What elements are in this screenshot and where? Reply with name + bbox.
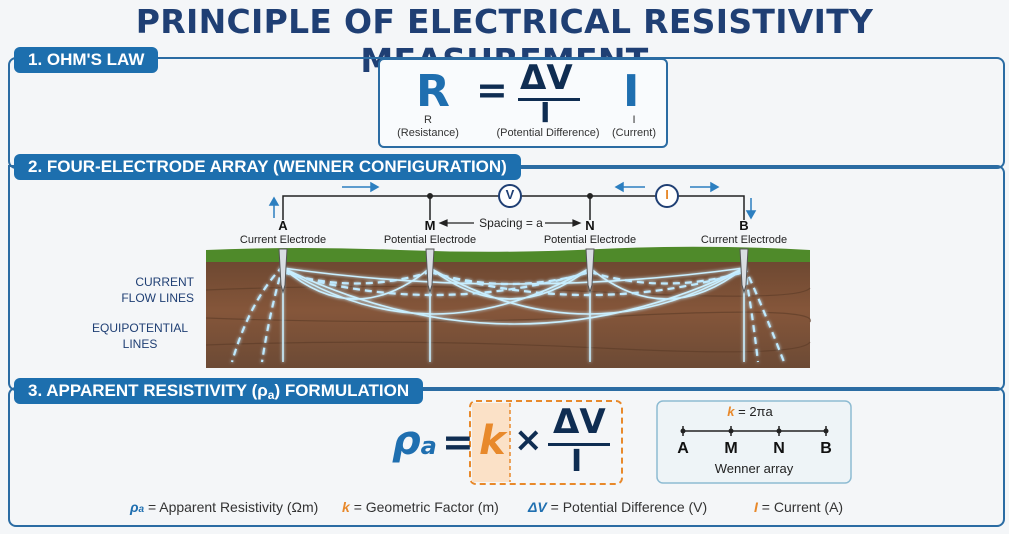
voltmeter-label: V: [505, 187, 515, 202]
k-highlight: [472, 403, 510, 482]
ohm-dV-desc: (Potential Difference): [496, 127, 600, 139]
electrode-A-letter: A: [278, 218, 288, 233]
electrode-B-label: Current Electrode: [700, 234, 788, 246]
voltmeter: [498, 184, 522, 208]
inset-letter-N: N: [773, 440, 785, 457]
inset-letter-B: B: [820, 440, 832, 457]
ohm-R-desc: (Resistance): [397, 127, 459, 139]
formula-k: k: [479, 418, 506, 464]
formula-equals: =: [442, 420, 474, 464]
ohm-I: I: [623, 66, 640, 117]
current-direction-arrows: [268, 181, 757, 220]
legend-current: I = Current (A): [754, 499, 844, 515]
electrode-M-letter: M: [424, 218, 436, 233]
ohm-R: R: [416, 66, 450, 117]
formula-fraction-line: [548, 443, 610, 446]
legend-k: k = Geometric Factor (m): [342, 499, 499, 515]
inset-letter-A: A: [677, 440, 689, 457]
ohm-fraction-line: [518, 98, 580, 101]
electrode-A-label: Current Electrode: [239, 234, 327, 246]
ammeter-label: I: [665, 187, 669, 202]
spacing-arrow: [438, 219, 582, 227]
electrode-spikes: [278, 248, 749, 294]
ohm-equals: =: [476, 68, 508, 112]
soil-layers: [205, 285, 811, 353]
electrode-M-label: Potential Electrode: [383, 234, 477, 246]
inset-k-equation: k = 2πa: [727, 404, 773, 419]
formula-times: ×: [514, 420, 543, 460]
ohms-law-formula-box: R = ΔV I I R (Resistance) (Potential Dif…: [378, 58, 668, 148]
legend-delta-v: ΔV = Potential Difference (V): [528, 499, 708, 515]
section-tag-ohms-law: 1. OHM'S LAW: [14, 47, 159, 73]
ammeter: [655, 184, 679, 208]
electrode-N-label: Potential Electrode: [543, 234, 637, 246]
wenner-inset-box: [656, 400, 852, 484]
current-flow-label: CURRENT FLOW LINES: [121, 275, 194, 305]
equipotential-label: EQUIPOTENTIAL LINES: [91, 321, 189, 351]
ohm-delta-v: ΔV: [520, 58, 573, 98]
field-lines: [230, 265, 786, 363]
inset-letter-M: M: [724, 440, 738, 457]
section-tag-formulation: 3. APPARENT RESISTIVITY (ρa) FORMULATION: [14, 378, 424, 404]
legend-rho: ρa = Apparent Resistivity (Ωm): [130, 499, 319, 515]
electrode-B-letter: B: [739, 218, 749, 233]
inset-caption: Wenner array: [714, 461, 794, 476]
electrode-N-letter: N: [585, 218, 595, 233]
spacing-label: Spacing = a: [479, 216, 543, 230]
k-dashed-box: [469, 400, 623, 485]
grass-strip: [206, 246, 810, 262]
ohm-I-desc: (Current): [611, 127, 656, 139]
section-tag-wenner: 2. FOUR-ELECTRODE ARRAY (WENNER CONFIGUR…: [14, 154, 521, 180]
section-formulation: [8, 387, 1005, 527]
formula-I: I: [571, 444, 583, 479]
ohm-I-denominator: I: [540, 96, 551, 129]
formula-delta-v: ΔV: [553, 402, 606, 442]
rho-symbol: ρa: [392, 418, 437, 464]
